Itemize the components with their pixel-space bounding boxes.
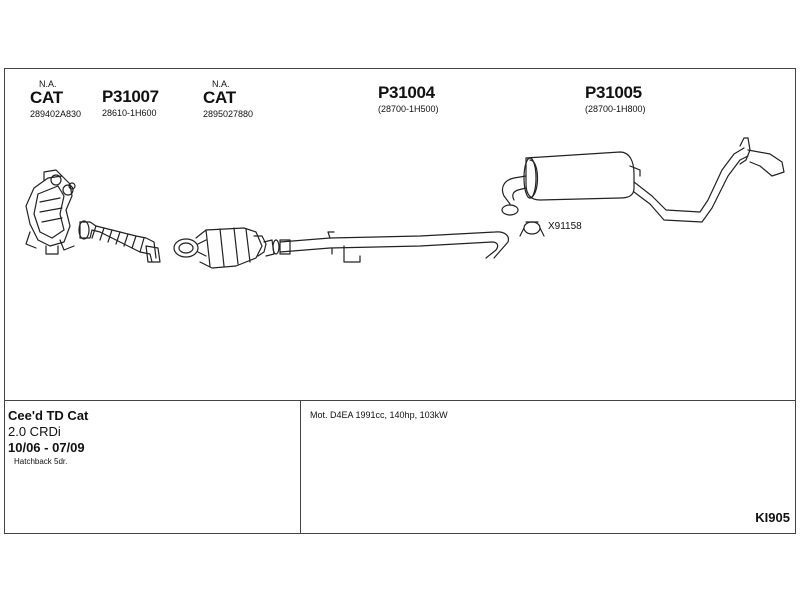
vehicle-info: Cee'd TD Cat 2.0 CRDi 10/06 - 07/09 Hatc… <box>8 408 88 468</box>
part-code: P31004 <box>378 83 435 102</box>
part-number: 28610-1H600 <box>102 108 157 118</box>
clamp-part-label[interactable]: X91158 <box>548 221 582 232</box>
manifold-catalyst-drawing[interactable] <box>25 169 76 255</box>
vehicle-engine: 2.0 CRDi <box>8 424 61 439</box>
part-code: P31005 <box>585 83 642 102</box>
part-label-cat-2[interactable]: N.A. CAT 2895027880 <box>203 80 253 120</box>
catalytic-converter-drawing[interactable] <box>173 227 280 269</box>
part-na-label: N.A. <box>39 79 57 89</box>
diagram-code: KI905 <box>755 510 790 525</box>
divider-vertical <box>300 400 301 534</box>
diagram-frame <box>4 68 796 534</box>
part-code: P31007 <box>102 87 159 106</box>
part-label-p31004[interactable]: P31004 (28700-1H500) <box>378 84 439 115</box>
part-code: CAT <box>30 88 63 107</box>
vehicle-body: Hatchback 5dr. <box>14 457 68 466</box>
centre-pipe-drawing[interactable] <box>279 231 510 263</box>
front-pipe-drawing[interactable] <box>78 220 161 263</box>
part-label-p31005[interactable]: P31005 (28700-1H800) <box>585 84 646 115</box>
divider-horizontal <box>4 400 796 401</box>
part-number: 289402A830 <box>30 109 82 119</box>
part-code: CAT <box>203 88 236 107</box>
part-number: 2895027880 <box>203 109 254 119</box>
vehicle-years: 10/06 - 07/09 <box>8 440 85 455</box>
part-label-p31007[interactable]: P31007 28610-1H600 <box>102 88 159 119</box>
part-na-label: N.A. <box>212 79 230 89</box>
rear-silencer-drawing[interactable] <box>501 137 785 223</box>
part-number: (28700-1H500) <box>378 104 439 114</box>
clamp-drawing[interactable] <box>519 221 545 237</box>
part-label-cat-1[interactable]: N.A. CAT 289402A830 <box>30 80 81 120</box>
part-number: (28700-1H800) <box>585 104 646 114</box>
vehicle-model: Cee'd TD Cat <box>8 408 89 423</box>
motor-spec: Mot. D4EA 1991cc, 140hp, 103kW <box>310 410 448 420</box>
